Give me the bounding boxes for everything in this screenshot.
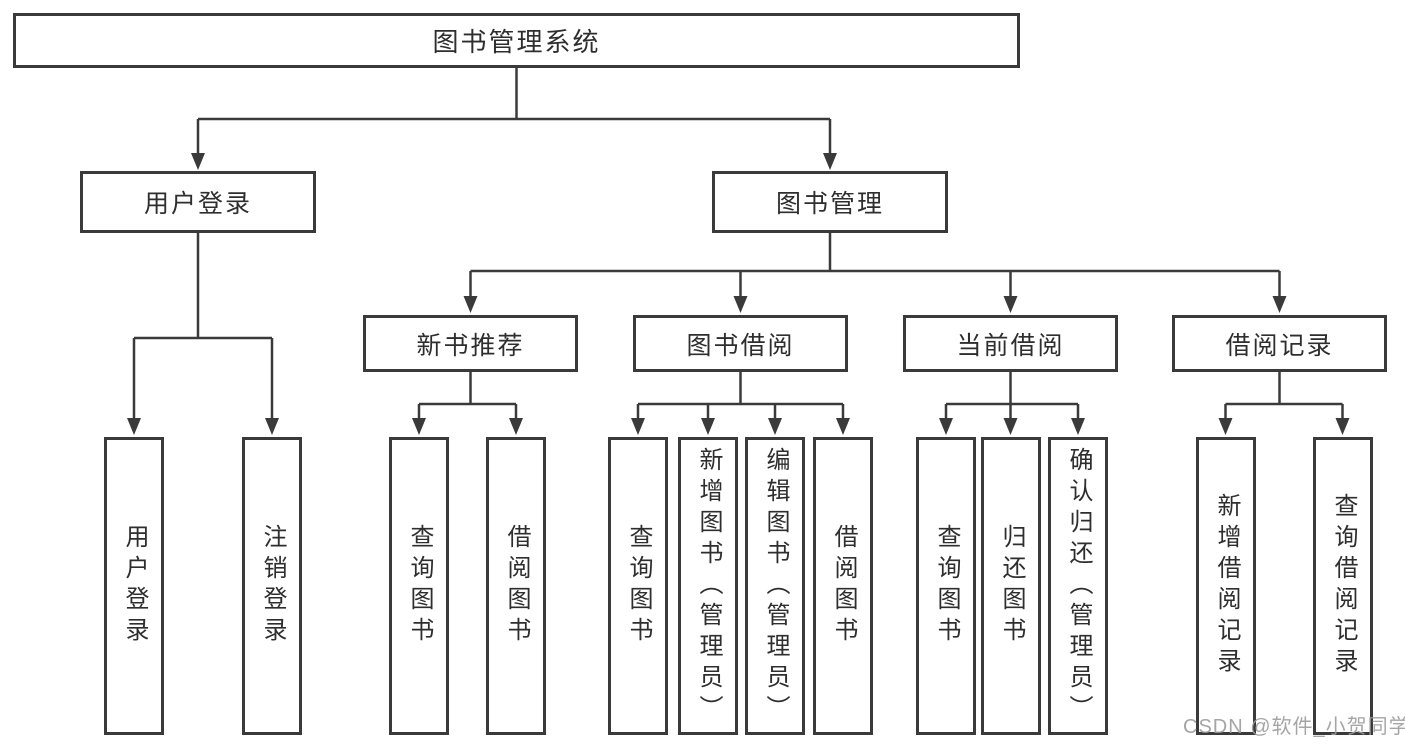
node-book-borrowing-label: 图书借阅 <box>686 331 795 360</box>
leaf-add-borrow-record-label: 新增借阅记录 <box>1213 493 1240 679</box>
node-book-management-label: 图书管理 <box>775 190 884 218</box>
node-user-login: 用户登录 <box>80 171 316 233</box>
leaf-return-books: 归还图书 <box>981 437 1041 735</box>
leaf-borrow-books-recommend-label: 借阅图书 <box>503 524 530 648</box>
leaf-logout: 注销登录 <box>242 437 302 735</box>
leaf-query-books-borrow: 查询图书 <box>608 437 668 735</box>
leaf-query-books-recommend: 查询图书 <box>389 437 449 735</box>
watermark: CSDN @软件_小贺同学 <box>1183 716 1405 738</box>
leaf-query-books-borrow-label: 查询图书 <box>625 524 652 648</box>
node-user-login-label: 用户登录 <box>143 190 252 218</box>
leaf-borrow-books: 借阅图书 <box>813 437 873 735</box>
node-new-book-recommendation-label: 新书推荐 <box>416 331 525 360</box>
leaf-logout-label: 注销登录 <box>259 524 286 648</box>
leaf-borrow-books-label: 借阅图书 <box>830 524 857 648</box>
leaf-add-book-admin: 新增图书（管理员） <box>678 437 738 735</box>
node-book-management: 图书管理 <box>712 171 948 233</box>
leaf-add-book-admin-label: 新增图书（管理员） <box>695 446 722 726</box>
leaf-query-books-recommend-label: 查询图书 <box>406 524 433 648</box>
leaf-user-login-label: 用户登录 <box>121 524 148 648</box>
node-borrowing-records-label: 借阅记录 <box>1225 331 1334 360</box>
leaf-query-borrow-record-label: 查询借阅记录 <box>1330 493 1357 679</box>
leaf-query-books-current: 查询图书 <box>916 437 976 735</box>
leaf-add-borrow-record: 新增借阅记录 <box>1196 437 1256 735</box>
leaf-borrow-books-recommend: 借阅图书 <box>486 437 546 735</box>
node-current-borrowing-label: 当前借阅 <box>956 331 1065 360</box>
node-book-borrowing: 图书借阅 <box>633 315 848 372</box>
node-new-book-recommendation: 新书推荐 <box>363 315 578 372</box>
leaf-return-books-label: 归还图书 <box>998 524 1025 648</box>
leaf-query-borrow-record: 查询借阅记录 <box>1313 437 1373 735</box>
leaf-user-login: 用户登录 <box>104 437 164 735</box>
leaf-edit-book-admin-label: 编辑图书（管理员） <box>762 446 789 726</box>
node-root-label: 图书管理系统 <box>432 27 601 57</box>
node-current-borrowing: 当前借阅 <box>903 315 1118 372</box>
leaf-edit-book-admin: 编辑图书（管理员） <box>745 437 805 735</box>
node-borrowing-records: 借阅记录 <box>1172 315 1387 372</box>
leaf-query-books-current-label: 查询图书 <box>933 524 960 648</box>
leaf-confirm-return-admin: 确认归还（管理员） <box>1048 437 1108 735</box>
leaf-confirm-return-admin-label: 确认归还（管理员） <box>1065 446 1092 726</box>
node-root: 图书管理系统 <box>13 13 1020 68</box>
